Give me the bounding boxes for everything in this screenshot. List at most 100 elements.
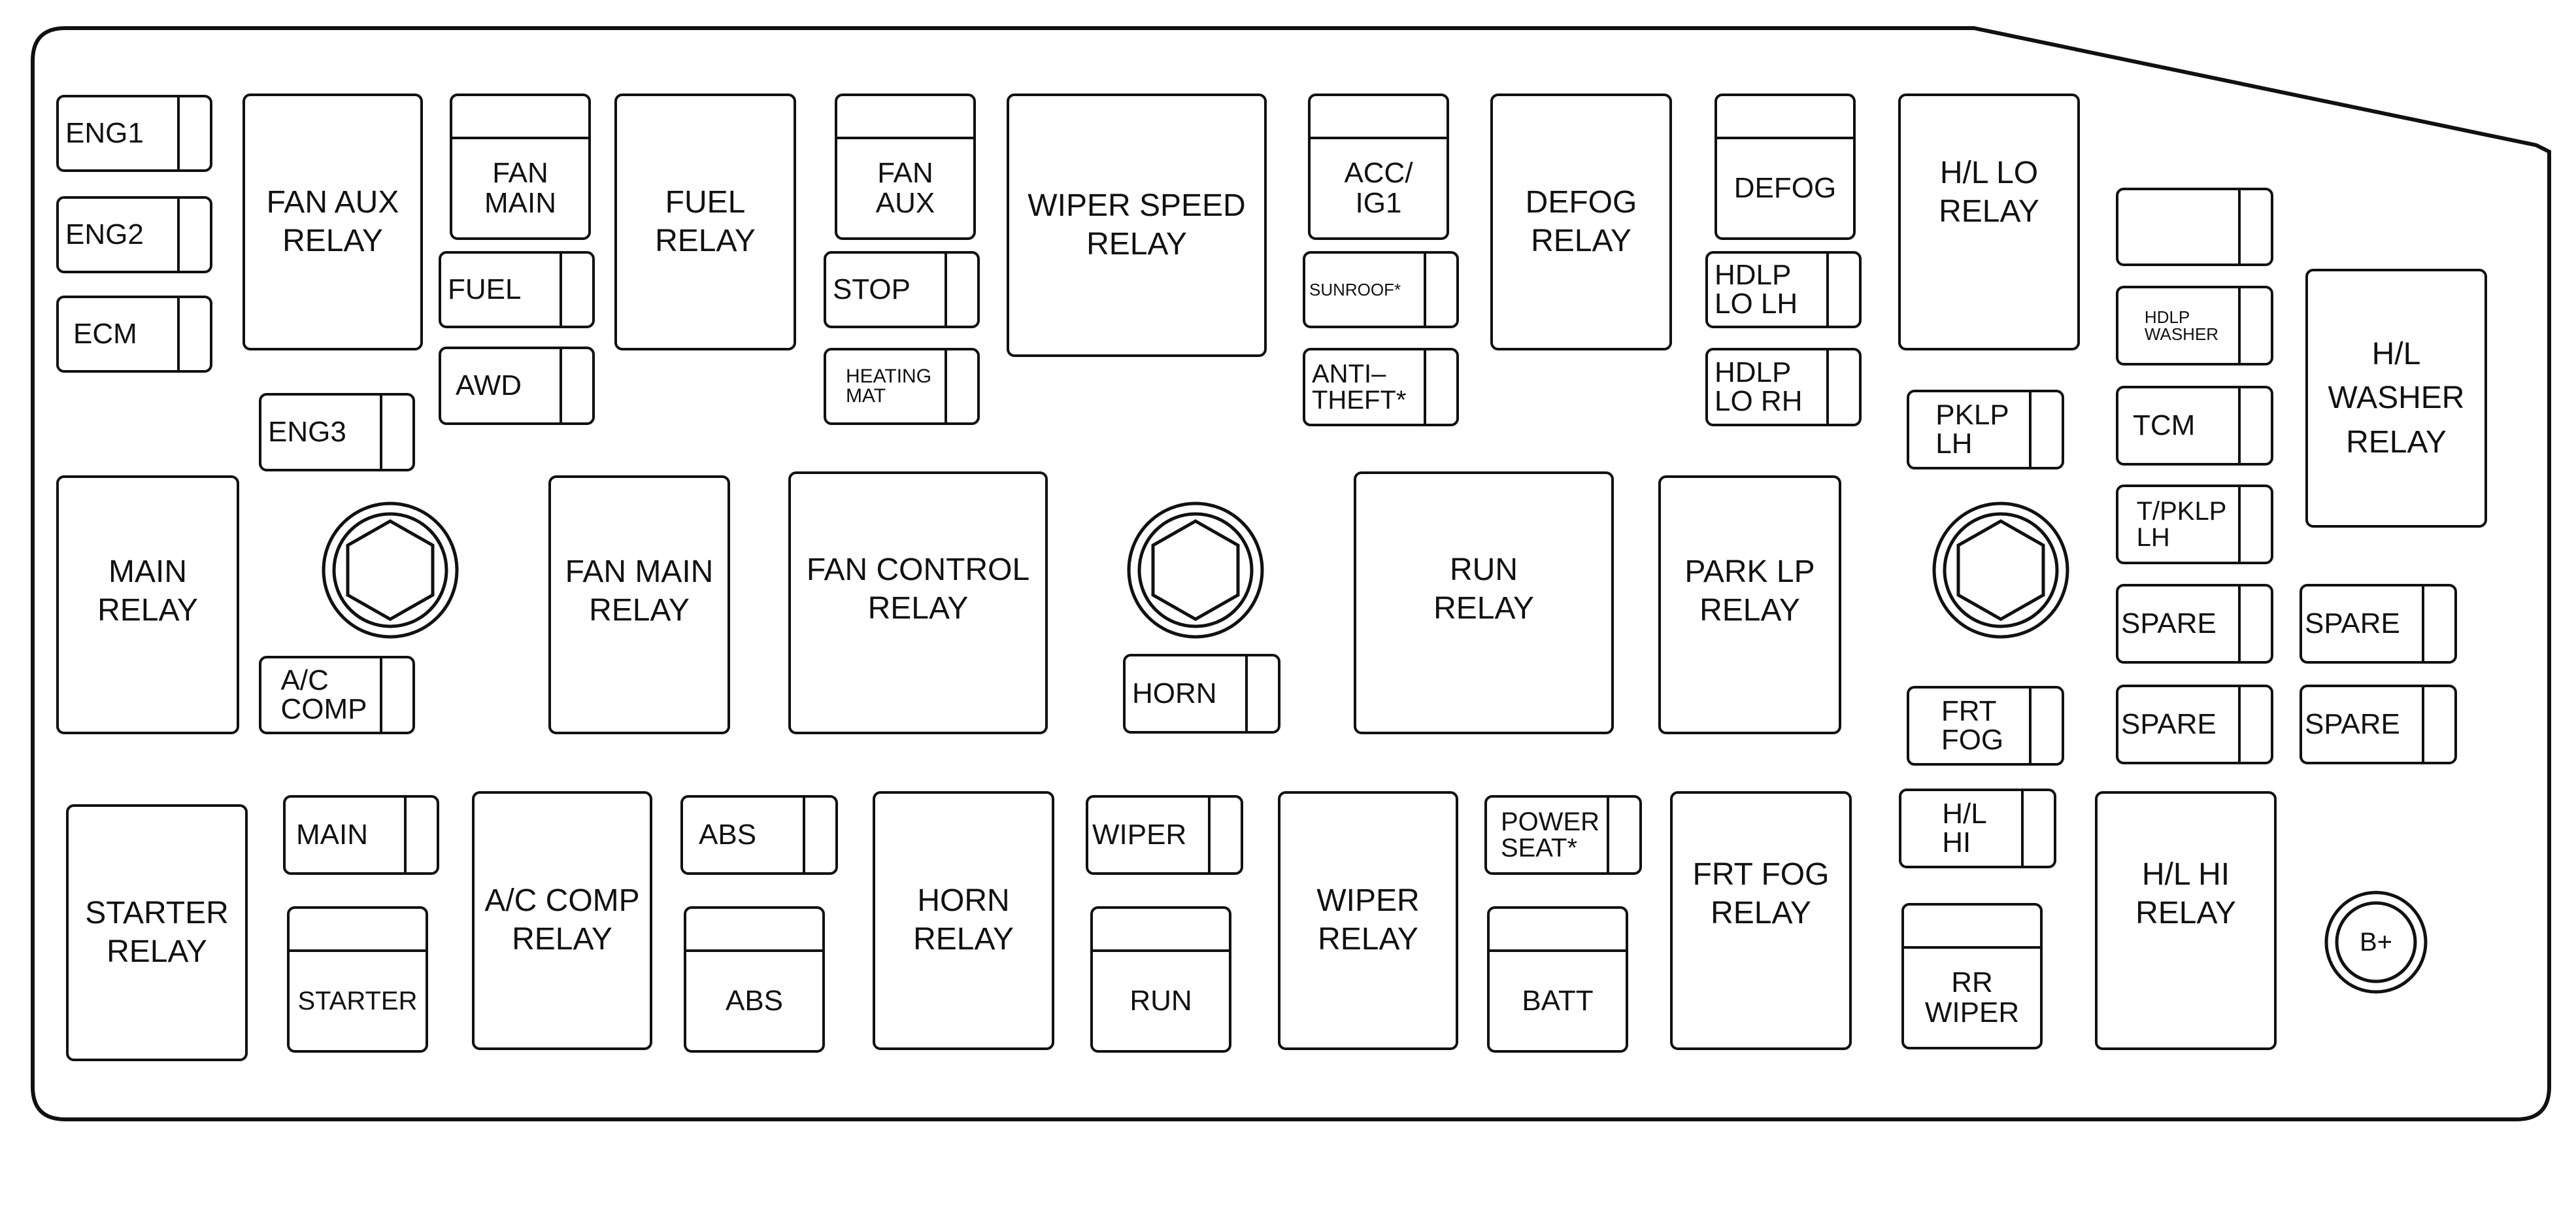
relay-fuel[interactable]: FUEL RELAY (614, 94, 796, 350)
fuse-label: STARTER (297, 987, 418, 1015)
fuse-wiper[interactable]: WIPER (1086, 795, 1243, 875)
mounting-bolt-right (1932, 502, 2069, 639)
fuse-label (2118, 190, 2238, 264)
fuse-abs-large[interactable]: ABS (684, 906, 825, 1053)
fuse-label: RR WIPER (1924, 966, 2020, 1028)
fuse-spare-3[interactable]: SPARE (2300, 584, 2457, 664)
relay-ac-comp[interactable]: A/C COMP RELAY (472, 791, 652, 1050)
relay-frt-fog[interactable]: FRT FOG RELAY (1670, 791, 1852, 1050)
fuse-spare-1[interactable]: SPARE (2116, 584, 2273, 664)
fuse-label: HEATING MAT (845, 366, 932, 407)
fuse-label: ENG1 (65, 117, 144, 149)
battery-terminal-icon (2324, 891, 2428, 994)
fuse-spare-4[interactable]: SPARE (2300, 685, 2457, 764)
fuse-hdlp-lo-rh[interactable]: HDLP LO RH (1705, 348, 1862, 426)
fuse-label: SUNROOF* (1309, 280, 1401, 299)
fuse-label: ACC/ IG1 (1344, 156, 1413, 219)
fuse-label: WIPER (1092, 819, 1187, 851)
mounting-bolt-left (322, 502, 459, 639)
fuse-label: A/C COMP (280, 664, 367, 725)
fuse-ac-comp[interactable]: A/C COMP (259, 656, 415, 734)
relay-hl-lo[interactable]: H/L LO RELAY (1898, 94, 2080, 350)
relay-starter[interactable]: STARTER RELAY (66, 804, 248, 1061)
fuse-blank[interactable] (2116, 188, 2273, 266)
fuse-tcm[interactable]: TCM (2116, 386, 2273, 466)
fuse-main[interactable]: MAIN (283, 795, 439, 875)
relay-horn[interactable]: HORN RELAY (873, 791, 1054, 1050)
fuse-frt-fog[interactable]: FRT FOG (1907, 686, 2064, 766)
fuse-label: T/PKLP LH (2136, 497, 2227, 552)
fuse-eng3[interactable]: ENG3 (259, 393, 415, 471)
relay-fan-control[interactable]: FAN CONTROL RELAY (788, 471, 1048, 734)
fuse-pklp-lh[interactable]: PKLP LH (1907, 390, 2064, 469)
relay-run[interactable]: RUN RELAY (1354, 471, 1614, 734)
fuse-spare-2[interactable]: SPARE (2116, 685, 2273, 764)
fuse-label: SPARE (2305, 708, 2400, 740)
relay-wiper-speed[interactable]: WIPER SPEED RELAY (1007, 94, 1267, 357)
battery-terminal-label: B+ (2359, 927, 2393, 957)
fuse-rr-wiper[interactable]: RR WIPER (1901, 903, 2043, 1049)
fuse-label: ABS (699, 819, 757, 851)
fuse-label: HDLP WASHER (2144, 307, 2219, 344)
fuse-fan-aux[interactable]: FAN AUX (835, 94, 976, 240)
relay-label: WIPER RELAY (1316, 883, 1420, 957)
relay-label: FAN MAIN RELAY (565, 554, 714, 628)
fuse-sunroof[interactable]: SUNROOF* (1303, 251, 1459, 328)
fuse-label: RUN (1129, 984, 1192, 1017)
fuse-label: ECM (73, 318, 137, 350)
fuse-label: ENG3 (268, 416, 346, 448)
fuse-label: H/L HI (1942, 798, 1987, 858)
fuse-label: ABS (725, 984, 784, 1017)
fuse-label: SPARE (2305, 607, 2400, 639)
fuse-fan-main[interactable]: FAN MAIN (450, 94, 591, 240)
relay-wiper[interactable]: WIPER RELAY (1278, 791, 1458, 1050)
fuse-awd[interactable]: AWD (439, 347, 595, 425)
relay-label: FAN AUX RELAY (266, 184, 399, 258)
relay-label: DEFOG RELAY (1525, 184, 1637, 258)
fuse-hdlp-washer[interactable]: HDLP WASHER (2116, 286, 2273, 366)
fuse-abs[interactable]: ABS (680, 795, 838, 875)
relay-fan-main[interactable]: FAN MAIN RELAY (548, 475, 730, 734)
fuse-anti-theft[interactable]: ANTI– THEFT* (1303, 348, 1459, 426)
relay-defog[interactable]: DEFOG RELAY (1490, 94, 1672, 350)
fuse-label: POWER SEAT* (1500, 808, 1600, 862)
fuse-heating-mat[interactable]: HEATING MAT (824, 348, 980, 425)
fuse-horn[interactable]: HORN (1123, 654, 1280, 734)
fuse-acc-ig1[interactable]: ACC/ IG1 (1308, 94, 1449, 240)
relay-label: FAN CONTROL RELAY (806, 552, 1030, 626)
fuse-stop[interactable]: STOP (824, 251, 980, 328)
fuse-run[interactable]: RUN (1090, 906, 1231, 1053)
relay-fan-aux[interactable]: FAN AUX RELAY (243, 94, 423, 350)
relay-label: H/L LO RELAY (1939, 155, 2039, 229)
fuse-defog[interactable]: DEFOG (1715, 94, 1856, 240)
relay-label: STARTER RELAY (85, 895, 229, 969)
fuse-t-pklp-lh[interactable]: T/PKLP LH (2116, 484, 2273, 564)
fuse-label: FRT FOG (1941, 695, 2004, 756)
fuse-label: HORN (1132, 677, 1217, 709)
relay-label: PARK LP RELAY (1684, 554, 1815, 628)
fuse-label: AWD (456, 369, 522, 401)
relay-label: WIPER SPEED RELAY (1028, 188, 1246, 262)
relay-hl-washer[interactable]: H/L WASHER RELAY (2305, 269, 2487, 528)
fuse-label: DEFOG (1733, 171, 1837, 204)
fuse-fuel[interactable]: FUEL (439, 251, 595, 328)
relay-hl-hi[interactable]: H/L HI RELAY (2095, 791, 2277, 1050)
relay-label: FRT FOG RELAY (1692, 857, 1830, 930)
fuse-label: HDLP LO RH (1715, 356, 1803, 417)
fuse-label: MAIN (296, 819, 368, 851)
relay-label: FUEL RELAY (655, 184, 756, 258)
relay-main[interactable]: MAIN RELAY (56, 475, 239, 734)
fuse-label: TCM (2133, 409, 2196, 441)
fuse-eng1[interactable]: ENG1 (56, 95, 212, 172)
fuse-hl-hi[interactable]: H/L HI (1899, 789, 2056, 868)
fuse-ecm[interactable]: ECM (56, 296, 212, 373)
fuse-eng2[interactable]: ENG2 (56, 196, 212, 273)
relay-label: HORN RELAY (913, 883, 1014, 957)
fuse-starter[interactable]: STARTER (287, 906, 428, 1053)
fuse-hdlp-lo-lh[interactable]: HDLP LO LH (1705, 251, 1862, 328)
relay-label: MAIN RELAY (97, 554, 198, 628)
fuse-batt[interactable]: BATT (1487, 906, 1628, 1053)
relay-park-lp[interactable]: PARK LP RELAY (1658, 475, 1841, 734)
fuse-power-seat[interactable]: POWER SEAT* (1484, 795, 1642, 875)
